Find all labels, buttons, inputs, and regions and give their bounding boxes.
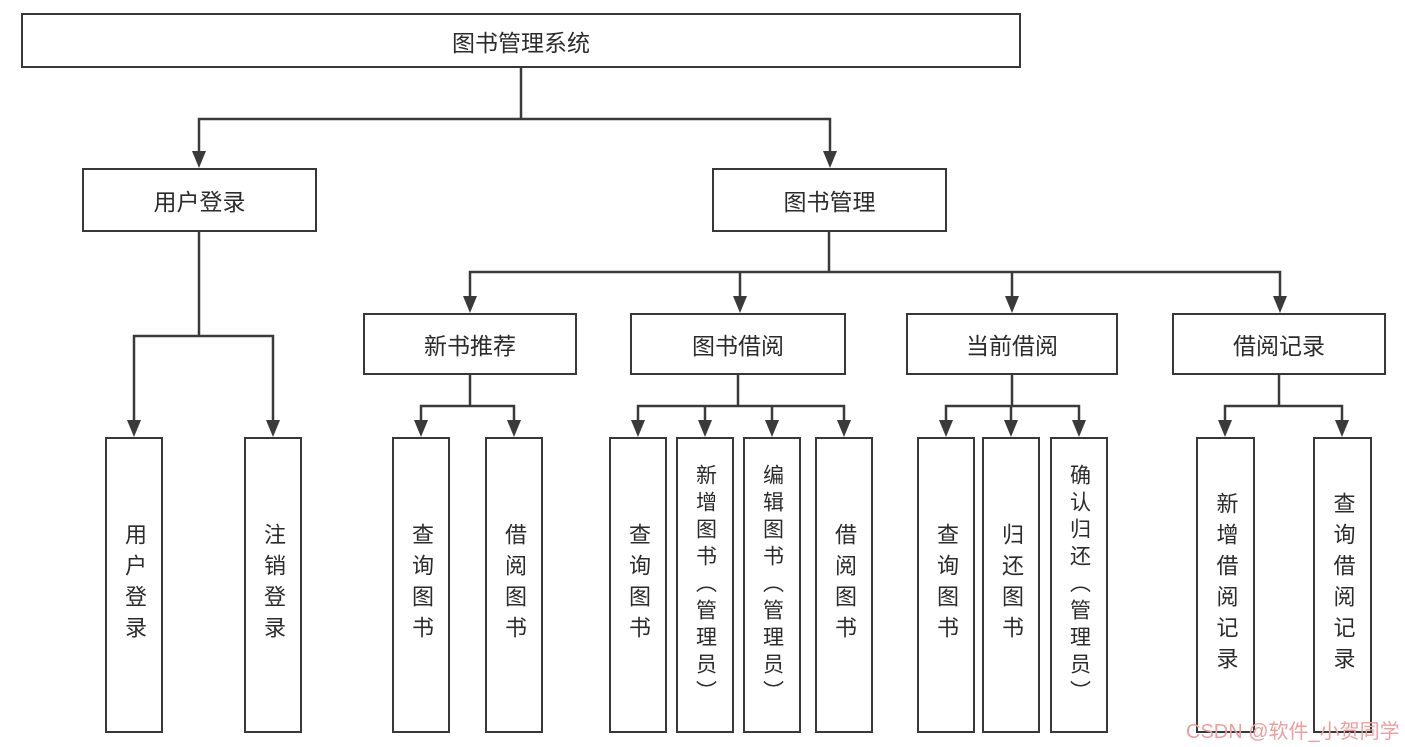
- arrowhead-icon: [507, 420, 521, 437]
- node-label: 图书借阅: [692, 333, 784, 359]
- leaf-confirm-return-admin: 确认归还（管理员）: [1050, 437, 1108, 733]
- leaf-logout: 注销登录: [244, 437, 302, 733]
- node-book-management: 图书管理: [712, 168, 947, 232]
- arrowhead-icon: [1005, 296, 1019, 313]
- arrowhead-icon: [837, 420, 851, 437]
- csdn-watermark: CSDN @软件_小贺同学: [1186, 721, 1400, 743]
- leaf-query-book: 查询图书: [609, 437, 667, 733]
- leaf-label: 借阅图书: [832, 523, 857, 647]
- leaf-label: 新增借阅记录: [1213, 492, 1239, 678]
- node-new-book-recommend: 新书推荐: [363, 313, 577, 375]
- arrowhead-icon: [631, 420, 645, 437]
- leaf-user-login: 用户登录: [105, 437, 163, 733]
- leaf-add-borrow-record: 新增借阅记录: [1196, 437, 1255, 733]
- leaf-query-book: 查询图书: [917, 437, 975, 733]
- arrowhead-icon: [192, 151, 206, 168]
- leaf-borrow-book: 借阅图书: [815, 437, 873, 733]
- book-borrow-tee-line: [636, 375, 846, 424]
- node-label: 用户登录: [153, 189, 246, 215]
- leaf-add-book-admin: 新增图书（管理员）: [676, 437, 734, 733]
- leaf-borrow-book: 借阅图书: [485, 437, 543, 733]
- node-current-borrow: 当前借阅: [906, 313, 1118, 375]
- leaf-label: 编辑图书（管理员）: [760, 463, 784, 707]
- arrowhead-icon: [463, 296, 477, 313]
- leaf-query-book: 查询图书: [392, 437, 450, 733]
- node-label: 图书管理: [783, 189, 876, 215]
- node-label: 当前借阅: [966, 333, 1058, 359]
- leaf-label: 查询借阅记录: [1330, 492, 1356, 678]
- user-login-tee-line: [132, 334, 275, 424]
- leaf-label: 确认归还（管理员）: [1067, 463, 1091, 707]
- arrowhead-icon: [1273, 296, 1287, 313]
- level2-tee-line: [468, 270, 1282, 298]
- arrowhead-icon: [1335, 420, 1349, 437]
- arrowhead-icon: [823, 151, 837, 168]
- borrow-record-tee-line: [1223, 375, 1344, 424]
- node-library-management-system: 图书管理系统: [21, 13, 1021, 68]
- node-user-login: 用户登录: [82, 168, 317, 232]
- level1-tee-line: [197, 117, 832, 157]
- arrowhead-icon: [1072, 420, 1086, 437]
- node-borrow-record: 借阅记录: [1172, 313, 1386, 375]
- leaf-edit-book-admin: 编辑图书（管理员）: [743, 437, 801, 733]
- node-label: 借阅记录: [1233, 333, 1325, 359]
- arrowhead-icon: [414, 420, 428, 437]
- leaf-label: 新增图书（管理员）: [693, 463, 717, 707]
- leaf-label: 注销登录: [261, 523, 286, 647]
- leaf-label: 借阅图书: [502, 523, 527, 647]
- arrowhead-icon: [939, 420, 953, 437]
- arrowhead-icon: [765, 420, 779, 437]
- arrowhead-icon: [127, 420, 141, 437]
- new-book-tee-line: [419, 375, 516, 424]
- leaf-return-book: 归还图书: [982, 437, 1040, 733]
- node-label: 新书推荐: [424, 333, 516, 359]
- leaf-label: 用户登录: [122, 523, 147, 647]
- arrowhead-icon: [266, 420, 280, 437]
- leaf-label: 查询图书: [409, 523, 434, 647]
- node-label: 图书管理系统: [452, 29, 590, 56]
- node-book-borrow: 图书借阅: [630, 313, 846, 375]
- leaf-label: 归还图书: [999, 523, 1024, 647]
- arrowhead-icon: [733, 296, 747, 313]
- current-borrow-tee-line: [944, 375, 1081, 424]
- arrowhead-icon: [1218, 420, 1232, 437]
- arrowhead-icon: [698, 420, 712, 437]
- leaf-query-borrow-record: 查询借阅记录: [1313, 437, 1372, 733]
- arrowhead-icon: [1004, 420, 1018, 437]
- arrowheads: [127, 151, 1349, 437]
- leaf-label: 查询图书: [934, 523, 959, 647]
- leaf-label: 查询图书: [626, 523, 651, 647]
